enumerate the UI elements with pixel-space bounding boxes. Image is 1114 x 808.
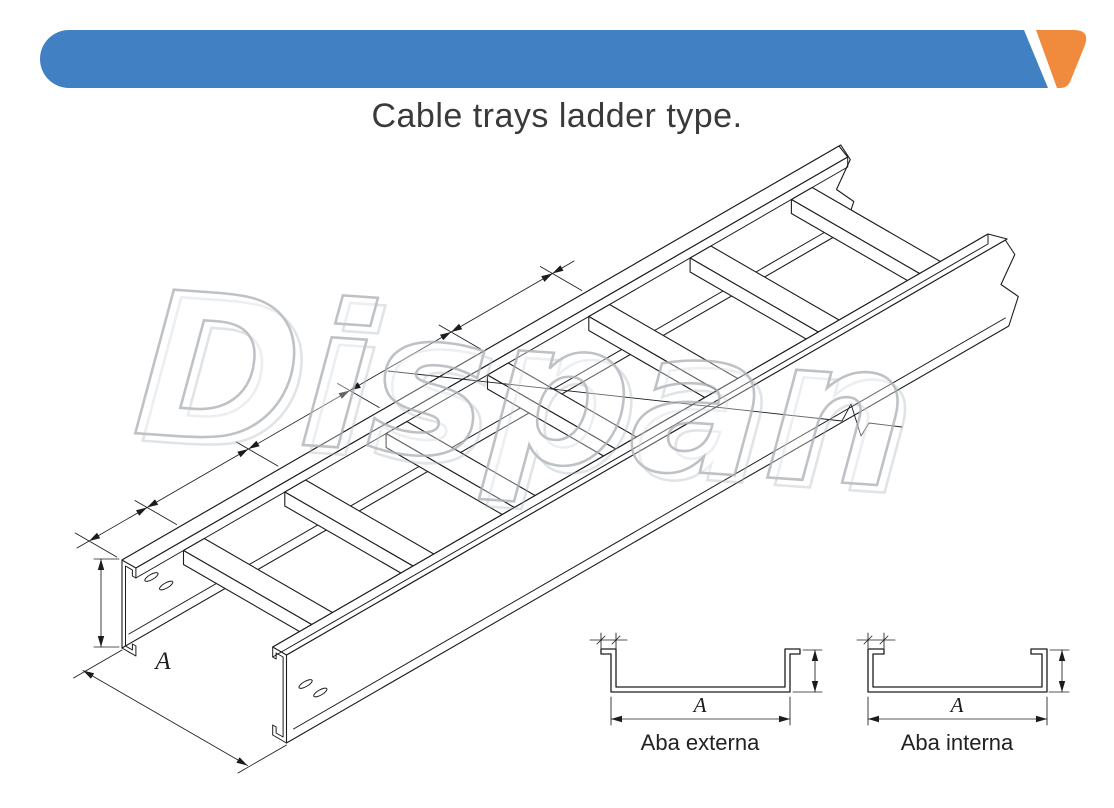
section-externa-label: Aba externa bbox=[641, 730, 760, 755]
section-interna-dim-label: A bbox=[949, 693, 964, 717]
width-dim-label: A bbox=[153, 648, 171, 675]
ladder-drawing bbox=[73, 144, 1019, 774]
page-title: Cable trays ladder type. bbox=[371, 97, 742, 135]
watermark-text: Dispan bbox=[128, 248, 916, 534]
section-interna-label: Aba interna bbox=[901, 730, 1014, 755]
header-accent bbox=[1036, 30, 1087, 88]
watermark: Dispan Dispan bbox=[126, 247, 925, 544]
header-bar bbox=[40, 30, 1048, 88]
cross-sections bbox=[589, 632, 1070, 726]
section-externa-dim-label: A bbox=[692, 693, 707, 717]
watermark-echo-text: Dispan bbox=[135, 256, 923, 542]
